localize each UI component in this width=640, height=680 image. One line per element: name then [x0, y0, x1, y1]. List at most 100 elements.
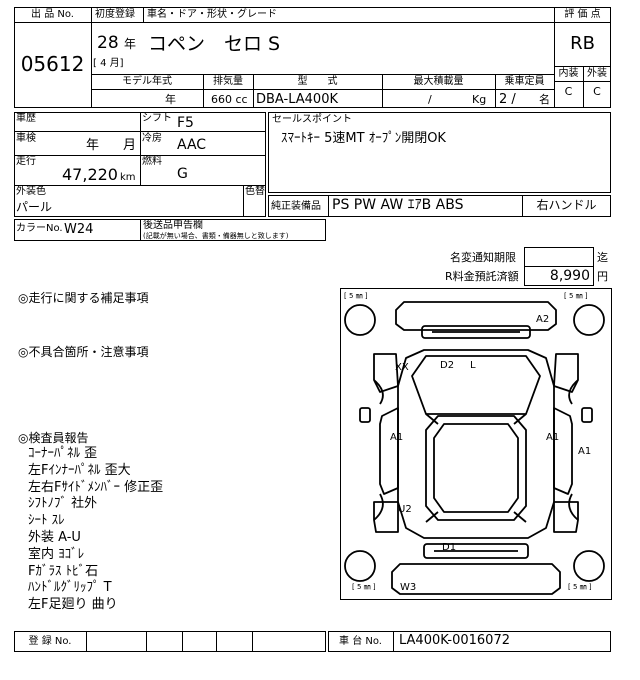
model-year-unit: 年: [165, 93, 176, 106]
body-outline: [397, 349, 555, 539]
right-side-panel: [553, 407, 573, 495]
history-label: 車歴: [16, 113, 36, 124]
right-front-wheel-arch: [568, 379, 579, 405]
sales-point-label: セールスポイント: [272, 114, 352, 125]
grade-value: RB: [570, 33, 595, 54]
sales-point-box: [268, 112, 611, 193]
inspector-heading: ◎検査員報告: [18, 431, 89, 445]
notice-label: 名変通知期限: [450, 251, 516, 264]
displacement-value: 660 cc: [211, 93, 248, 106]
fuel-label: 燃料: [142, 156, 162, 167]
recycle-box: [524, 266, 594, 286]
mark-u2: U2: [398, 504, 412, 515]
chassis-number-value: LA400K-0016072: [399, 633, 510, 648]
color-number-box: [14, 219, 326, 241]
front-grille-outline: [421, 325, 531, 339]
recycle-value: 8,990: [549, 268, 590, 284]
interior-label: 内装: [558, 68, 579, 79]
model-year-label: モデル年式: [122, 76, 172, 87]
car-name: コペン セロ S: [148, 33, 281, 55]
ac-value: AAC: [177, 137, 207, 153]
mileage-value: 47,220: [62, 165, 118, 184]
left-front-fender: [373, 353, 399, 393]
equipment-box: [268, 195, 611, 217]
mark-a1-side: A1: [578, 446, 591, 457]
hood-outline: [411, 355, 541, 415]
type-label: 型 式: [297, 76, 338, 87]
right-front-fender: [553, 353, 579, 393]
wheel-fl-icon: [344, 304, 376, 336]
color-number-value: W24: [64, 222, 94, 237]
wheel-rl-icon: [344, 550, 376, 582]
mileage-label: 走行: [16, 156, 36, 167]
defects-heading: ◎不具合箇所・注意事項: [18, 345, 149, 359]
color-value: パール: [16, 200, 53, 214]
left-rear-wheel-arch: [373, 493, 384, 521]
load-unit: Kg: [472, 93, 487, 106]
inspector-item: 外装 A-U: [28, 530, 81, 545]
aftermarket-label: 後送品申告欄: [143, 220, 203, 231]
equipment-value: PS PW AW ｴｱB ABS: [332, 197, 464, 213]
lot-label: 出 品 No.: [31, 9, 74, 20]
sales-point-text: ｽﾏｰﾄｷｰ 5速MT ｵｰﾌﾟﾝ開閉OK: [281, 131, 446, 146]
mark-a1-right: A1: [546, 432, 559, 443]
driving-heading: ◎走行に関する補足事項: [18, 291, 149, 305]
ac-label: 冷房: [142, 133, 162, 144]
rear-panel-outline: [391, 563, 561, 595]
grade-label: 評 価 点: [564, 9, 601, 20]
name-label: 車名・ドア・形状・グレード: [147, 9, 277, 20]
color-label: 外装色: [16, 186, 46, 197]
tire-fr-label: [ 5 ㎜ ]: [564, 292, 588, 300]
wheel-fr-icon: [573, 304, 605, 336]
mileage-unit: km: [120, 172, 136, 183]
mark-a1-left: A1: [390, 432, 403, 443]
front-bumper-outline: [395, 301, 557, 331]
right-rear-wheel-arch: [568, 493, 579, 521]
handle-value: 右ハンドル: [536, 198, 597, 212]
inspector-item: 左Fｲﾝﾅｰﾊﾟﾈﾙ 歪大: [28, 462, 131, 478]
right-rear-fender: [553, 501, 579, 533]
inspector-item: ｼｰﾄ ｽﾚ: [28, 513, 65, 529]
left-rear-fender: [373, 501, 399, 533]
inspector-item: ｺｰﾅｰﾊﾟﾈﾙ 歪: [28, 446, 98, 461]
chassis-number-label: 車 台 No.: [339, 636, 382, 647]
left-side-panel: [379, 407, 399, 495]
type-value: DBA-LA400K: [256, 92, 338, 107]
chassis-number-box: [328, 631, 611, 652]
shift-label: シフト: [142, 113, 172, 124]
seats-value: 2 /: [499, 92, 516, 107]
shift-value: F5: [177, 115, 194, 131]
recolor-label: 色替: [245, 186, 265, 197]
load-slash: /: [428, 93, 432, 106]
load-label: 最大積載量: [413, 76, 464, 87]
mark-a2: A2: [536, 314, 549, 325]
tire-rr-label: [ 5 ㎜ ]: [568, 583, 592, 591]
reg-year: 28: [97, 33, 119, 53]
exterior-label: 外装: [587, 68, 607, 79]
header-block: [14, 7, 611, 108]
inspection-year: 年: [86, 138, 100, 153]
fuel-value: G: [177, 166, 188, 182]
reg-year-char: 年: [124, 37, 137, 51]
registration-number-box: [14, 631, 326, 652]
registration-number-label: 登 録 No.: [28, 636, 72, 647]
notice-unit: 迄: [597, 251, 608, 264]
cabin-outline: [425, 415, 527, 521]
inspector-item: ｼﾌﾄﾉﾌﾞ 社外: [28, 496, 98, 512]
tire-rl-label: [ 5 ㎜ ]: [352, 583, 376, 591]
mark-d2: D2: [440, 360, 454, 371]
left-front-wheel-arch: [373, 379, 384, 405]
lot-number: 05612: [20, 52, 85, 76]
wheel-rr-icon: [573, 550, 605, 582]
exterior-grade: C: [593, 85, 601, 98]
recycle-label: R料金預託済額: [445, 270, 519, 283]
reg-label: 初度登録: [95, 9, 135, 20]
color-number-label: カラーNo.: [16, 223, 63, 234]
mark-xx: XX: [395, 362, 409, 373]
inspector-item: 左右Fｻｲﾄﾞﾒﾝﾊﾞｰ 修正歪: [28, 479, 164, 495]
mark-d1: D1: [442, 542, 456, 553]
equipment-label: 純正装備品: [271, 201, 321, 212]
recycle-unit: 円: [597, 270, 608, 283]
mark-w3: W3: [400, 582, 416, 593]
mark-l: L: [470, 360, 476, 371]
